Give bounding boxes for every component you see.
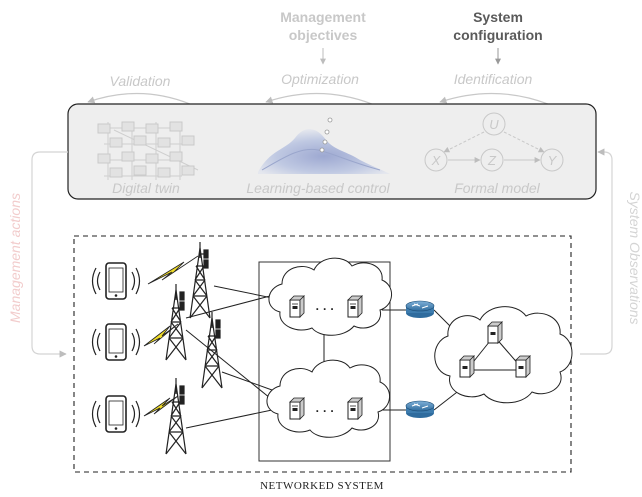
networked-system-label: NETWORKED SYSTEM (260, 480, 384, 492)
router-icon (405, 300, 435, 318)
cell-tower-icon (189, 242, 211, 319)
node-y (540, 148, 564, 172)
server-icon (459, 355, 475, 378)
wireless-signal-icon (147, 255, 199, 285)
smartphone-icon (91, 262, 141, 300)
wireless-signal-icon (143, 323, 179, 347)
management-actions-label: Management actions (7, 193, 23, 323)
validation-label: Validation (110, 73, 171, 89)
cell-tower-icon (201, 312, 223, 389)
system-configuration-label-1: System (473, 9, 523, 25)
server-icon (289, 295, 305, 318)
cell-tower-icon (165, 378, 187, 455)
server-icon (347, 295, 363, 318)
node-y-label: Y (548, 153, 558, 168)
backbone-cloud (434, 306, 573, 404)
server-icon (289, 397, 305, 420)
management-objectives-label-2: objectives (289, 27, 358, 43)
identification-arrow (439, 92, 549, 105)
formal-model-label: Formal model (454, 180, 540, 196)
learning-control-label: Learning-based control (246, 180, 390, 196)
optimization-label: Optimization (281, 71, 359, 87)
system-configuration-label-2: configuration (453, 27, 542, 43)
server-icon (487, 321, 503, 344)
node-u-label: U (489, 117, 499, 132)
optimization-surface (258, 117, 390, 174)
ellipsis-bottom: · · · (316, 404, 335, 418)
optimization-arrow (265, 92, 373, 105)
datacenter-cloud-top (268, 257, 392, 336)
smartphone-icon (91, 323, 141, 361)
server-icon (515, 355, 531, 378)
management-actions-arrow (31, 151, 68, 358)
node-u (482, 112, 506, 136)
node-x (424, 148, 448, 172)
router-icon (405, 400, 435, 418)
datacenter-cloud-bottom (266, 359, 390, 438)
system-observations-label: System Observations (627, 191, 642, 324)
node-x-label: X (431, 153, 442, 168)
smartphone-icon (91, 395, 141, 433)
management-objectives-label-1: Management (280, 9, 366, 25)
node-z-label: Z (487, 153, 497, 168)
server-icon (347, 397, 363, 420)
causal-graph: U X Z Y (424, 112, 564, 172)
validation-arrow (87, 92, 191, 105)
ellipsis-top: · · · (316, 302, 335, 316)
digital-twin-label: Digital twin (112, 180, 180, 196)
identification-label: Identification (454, 71, 533, 87)
system-observations-arrow (580, 148, 613, 355)
digital-twin-grid (97, 121, 199, 180)
wireless-signal-icon (143, 395, 179, 417)
cell-tower-icon (165, 284, 187, 361)
node-z (480, 148, 504, 172)
